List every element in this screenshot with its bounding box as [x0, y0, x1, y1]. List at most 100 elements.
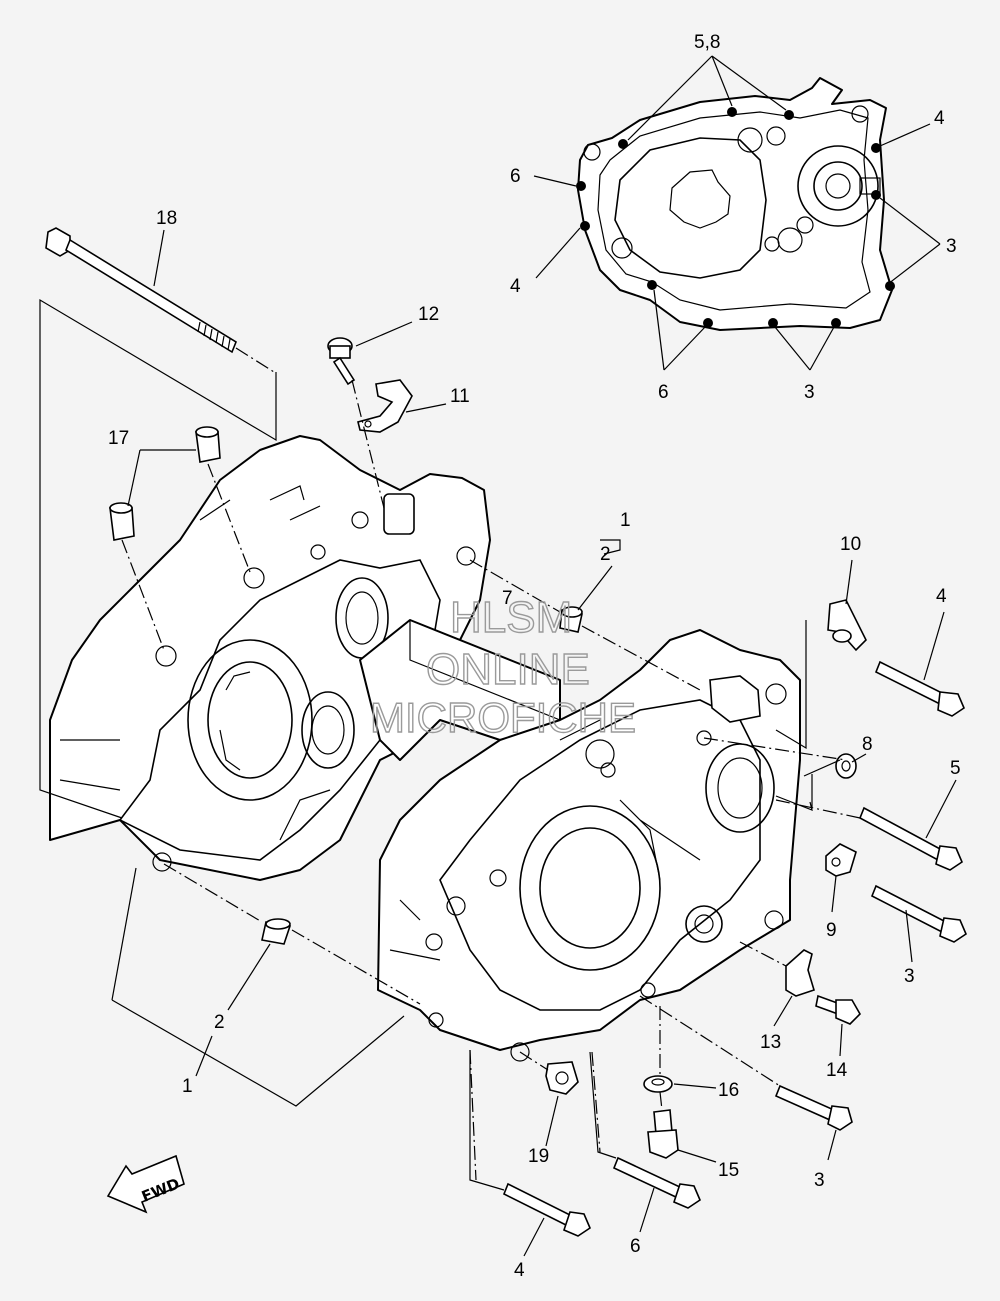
- callout-1: 1: [620, 510, 631, 531]
- clamp-11: [357, 379, 413, 433]
- callout-7: 7: [502, 588, 513, 609]
- gasket-hole-a: [737, 127, 763, 153]
- dot-marker: [647, 280, 657, 290]
- gasket-main-bore: [614, 137, 767, 279]
- right-bolt-hole: [600, 762, 616, 778]
- callout-19: 19: [528, 1146, 549, 1167]
- left-main-bearing-outer: [187, 639, 313, 801]
- gasket-hole-d: [764, 236, 780, 252]
- callout-4: 4: [934, 108, 945, 129]
- gasket-hole-g: [583, 143, 601, 161]
- bracket-9: [825, 843, 857, 877]
- bolt-3: [870, 884, 967, 943]
- nut-19: [545, 1061, 579, 1095]
- left-upper-bore: [345, 591, 379, 645]
- callout-10: 10: [840, 534, 861, 555]
- dowel-2: [261, 918, 292, 945]
- left-ribs: [59, 485, 331, 841]
- right-shaft-bore: [717, 757, 763, 819]
- screw-12: [327, 337, 356, 386]
- left-shaft-bore: [311, 705, 345, 755]
- callout-1: 1: [182, 1076, 193, 1097]
- callout-9: 9: [826, 920, 837, 941]
- right-bolt-hole: [640, 982, 656, 998]
- center-shaft-edge: [409, 620, 561, 721]
- right-bolt-hole: [446, 896, 466, 916]
- callout-4: 4: [514, 1260, 525, 1281]
- callout-13: 13: [760, 1032, 781, 1053]
- gasket-shaft-ring-inner: [825, 173, 851, 199]
- assembly-guides: [121, 347, 861, 1181]
- gasket-crank-hole: [669, 169, 731, 229]
- callout-2: 2: [214, 1012, 225, 1033]
- callouts: 18 12 11 17 1 2 7 10 4 8 5 9 3 13 14 16 …: [108, 208, 961, 1281]
- right-bolt-hole: [428, 1012, 444, 1028]
- group-brackets: [39, 298, 841, 1191]
- left-main-bearing: [207, 661, 293, 779]
- right-bolt-hole: [765, 683, 787, 705]
- callout-15: 15: [718, 1160, 739, 1181]
- right-crankcase-body: [377, 629, 801, 1051]
- dot-marker: [885, 281, 895, 291]
- gasket-outline: [577, 77, 893, 331]
- left-bolt-hole: [155, 645, 177, 667]
- dot-marker: [831, 318, 841, 328]
- callout-12: 12: [418, 304, 439, 325]
- dot-marker: [576, 181, 586, 191]
- right-bolt-hole: [764, 910, 784, 930]
- left-crankcase-body: [49, 435, 491, 881]
- callout-18: 18: [156, 208, 177, 229]
- left-bolt-hole: [456, 546, 476, 566]
- breather-fitting: [383, 493, 415, 535]
- left-bolt-hole: [243, 567, 265, 589]
- washer-16: [643, 1075, 673, 1093]
- bolt-4: [874, 660, 965, 717]
- gasket-hole-f: [611, 237, 633, 259]
- right-bolt-hole: [696, 730, 712, 746]
- callout-16: 16: [718, 1080, 739, 1101]
- callout-8: 8: [862, 734, 873, 755]
- dowel-17: [109, 426, 221, 541]
- left-bearing-shading: [219, 671, 251, 771]
- right-main-bearing-outer: [519, 805, 661, 971]
- dot-marker: [871, 190, 881, 200]
- dot-marker: [727, 107, 737, 117]
- right-drain-boss: [685, 905, 723, 943]
- watermark-line-1: HLSM: [450, 593, 572, 642]
- bolt-5: [858, 806, 963, 871]
- gasket-hole-e: [796, 216, 814, 234]
- gasket-hole-b: [766, 126, 786, 146]
- callout-4: 4: [510, 276, 521, 297]
- left-bolt-hole: [310, 544, 326, 560]
- callout-4: 4: [936, 586, 947, 607]
- gasket-inner-outline: [597, 109, 871, 311]
- right-drain-bore: [694, 914, 714, 934]
- right-ribs: [389, 719, 701, 961]
- gasket-shaft-ring: [813, 161, 863, 211]
- drain-plug-15: [647, 1109, 679, 1159]
- right-oil-filler-neck: [709, 675, 761, 723]
- right-bolt-hole: [425, 933, 443, 951]
- watermark: HLSM ONLINE MICROFICHE: [369, 592, 636, 741]
- right-crankcase-flange: [439, 699, 761, 1011]
- watermark-line-3: MICROFICHE: [370, 694, 636, 741]
- inset-leaders: [533, 55, 941, 371]
- bolt-3: [774, 1084, 853, 1131]
- callout-6: 6: [630, 1236, 641, 1257]
- left-shaft-boss: [301, 691, 355, 769]
- right-bolt-hole: [489, 869, 507, 887]
- fwd-arrow-icon: [106, 1154, 185, 1214]
- washer-8: [835, 753, 857, 779]
- gasket-hole-h: [851, 105, 869, 123]
- callout-11: 11: [450, 386, 470, 407]
- callout-5: 5: [950, 758, 961, 779]
- bracket-10: [827, 599, 867, 652]
- right-bolt-hole: [510, 1042, 530, 1062]
- gasket-dots: [576, 107, 895, 328]
- callout-3: 3: [804, 382, 815, 403]
- left-crankcase-flange: [118, 559, 441, 861]
- left-crankcase: [49, 435, 561, 881]
- callout-6: 6: [658, 382, 669, 403]
- callout-6: 6: [510, 166, 521, 187]
